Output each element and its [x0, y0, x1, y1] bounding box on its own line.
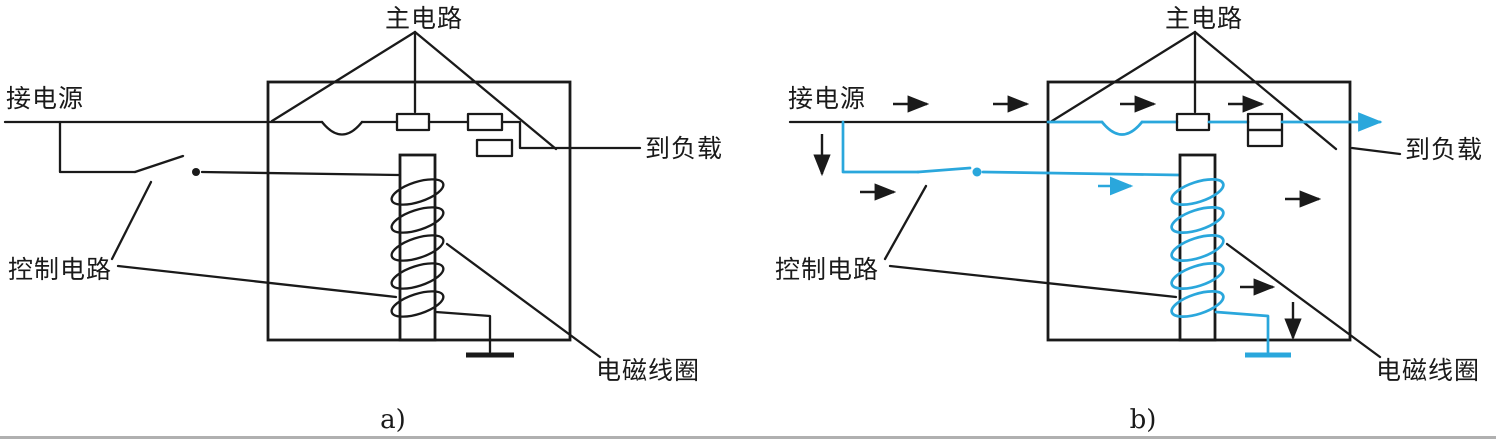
coil-turn	[390, 178, 445, 206]
control-circuit-label: 控制电路	[775, 255, 879, 284]
coil-turn	[1170, 205, 1225, 235]
switch-blade-closed	[916, 166, 972, 174]
coil-turn	[390, 262, 445, 290]
current-flow-arrows	[813, 95, 1322, 341]
coil-turn	[390, 234, 445, 262]
main-circuit-label: 主电路	[1165, 4, 1243, 33]
to-load-label: 到负载	[1405, 135, 1483, 164]
control-wire-to-coil	[200, 170, 401, 177]
load-pointer-line	[1350, 146, 1402, 156]
main-contact-1	[1175, 112, 1211, 132]
main-circuit-pointer-right	[413, 30, 558, 151]
main-circuit-pointer-left	[1050, 30, 1197, 123]
control-circuit-pointer-coil	[116, 264, 398, 299]
coil-turn	[1170, 233, 1225, 263]
coil-turn	[1170, 261, 1225, 291]
coil-ground-wire	[434, 310, 492, 354]
bottom-border	[0, 436, 1496, 439]
power-source-label: 接电源	[788, 84, 866, 113]
switch-contact-dot	[972, 167, 982, 177]
coil-winding	[1170, 177, 1225, 319]
main-contact-2	[466, 112, 504, 132]
coil-label: 电磁线圈	[596, 356, 700, 385]
control-wire-to-coil	[981, 170, 1181, 177]
switch-contact-dot	[192, 168, 200, 176]
coil-turn	[390, 290, 445, 318]
coil-turn	[1170, 177, 1225, 207]
control-circuit-pointer-switch	[110, 180, 153, 261]
power-line-dip	[1100, 120, 1144, 136]
coil-winding	[390, 178, 445, 318]
coil-turn	[1170, 289, 1225, 319]
control-branch-wire	[58, 120, 137, 174]
coil-pointer	[445, 242, 602, 359]
panel-caption-a: a)	[380, 405, 406, 435]
load-wire	[500, 120, 642, 150]
control-circuit-pointer-coil	[888, 264, 1178, 299]
coil-core	[1178, 153, 1217, 342]
coil-pointer	[1225, 242, 1382, 359]
panel-a: 主电路 接电源 到负载	[3, 4, 723, 435]
main-circuit-pointer-left	[270, 30, 417, 123]
main-contact-1	[395, 112, 431, 132]
control-branch-wire	[841, 120, 920, 174]
control-circuit-pointer-switch	[883, 184, 928, 261]
coil-label: 电磁线圈	[1376, 356, 1480, 385]
coil-ground-wire	[1214, 310, 1270, 354]
panel-caption-b: b)	[1130, 405, 1157, 435]
main-circuit-label: 主电路	[385, 4, 463, 33]
panel-b: 主电路 接电源 到负载	[775, 4, 1483, 435]
switch-blade-open	[133, 154, 185, 174]
main-contact-2	[1246, 112, 1284, 132]
to-load-label: 到负载	[645, 134, 723, 163]
coil-turn	[390, 206, 445, 234]
main-circuit-pointer-right	[1193, 30, 1338, 151]
power-source-label: 接电源	[6, 84, 84, 113]
coil-core	[398, 153, 437, 342]
main-contact-3	[475, 138, 514, 158]
control-circuit-label: 控制电路	[8, 255, 112, 284]
power-line-dip	[320, 120, 364, 136]
main-contact-3-closed	[1246, 128, 1284, 148]
